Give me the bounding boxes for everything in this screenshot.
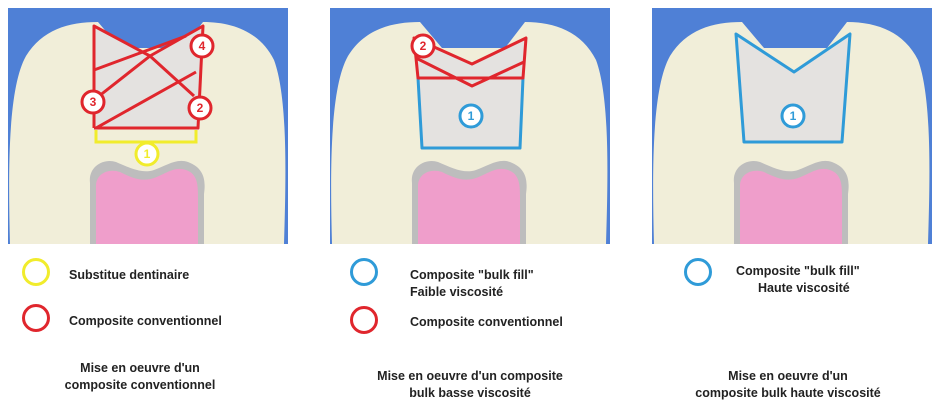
caption-line: composite bulk haute viscosité (648, 385, 928, 402)
marker-1: 1 (460, 105, 482, 127)
svg-text:2: 2 (197, 101, 204, 115)
legend-label: Composite "bulk fill" (736, 263, 860, 279)
legend-red-circle (22, 304, 50, 332)
tooth-diagram-conventional: 1 2 3 4 (8, 8, 288, 244)
marker-4: 4 (191, 35, 213, 57)
legend-label: Composite conventionnel (69, 313, 222, 329)
caption-line: bulk basse viscosité (330, 385, 610, 402)
legend-label: Haute viscosité (758, 280, 850, 296)
legend-label: Faible viscosité (410, 284, 503, 300)
marker-3: 3 (82, 91, 104, 113)
legend-label: Composite "bulk fill" (410, 267, 534, 283)
legend-red-circle (350, 306, 378, 334)
panel-caption: Mise en oeuvre d'un composite bulk basse… (330, 368, 610, 402)
panel-caption: Mise en oeuvre d'un composite convention… (0, 360, 280, 394)
svg-text:1: 1 (790, 109, 797, 123)
legend-label: Substitue dentinaire (69, 267, 189, 283)
svg-text:1: 1 (144, 147, 151, 161)
caption-line: composite conventionnel (0, 377, 280, 394)
svg-text:1: 1 (468, 109, 475, 123)
svg-text:4: 4 (199, 39, 206, 53)
legend-yellow-circle (22, 258, 50, 286)
marker-1: 1 (136, 143, 158, 165)
marker-1: 1 (782, 105, 804, 127)
pulp (96, 169, 198, 244)
caption-line: Mise en oeuvre d'un (0, 360, 280, 377)
svg-text:3: 3 (90, 95, 97, 109)
tooth-diagram-bulk-low: 1 2 (330, 8, 610, 244)
legend-blue-circle (350, 258, 378, 286)
caption-line: Mise en oeuvre d'un (648, 368, 928, 385)
pulp (418, 169, 520, 244)
panel-caption: Mise en oeuvre d'un composite bulk haute… (648, 368, 928, 402)
tooth-diagram-bulk-high: 1 (652, 8, 932, 244)
caption-line: Mise en oeuvre d'un composite (330, 368, 610, 385)
legend-label: Composite conventionnel (410, 314, 563, 330)
marker-2: 2 (412, 35, 434, 57)
legend-blue-circle (684, 258, 712, 286)
marker-2: 2 (189, 97, 211, 119)
svg-text:2: 2 (420, 39, 427, 53)
pulp (740, 169, 842, 244)
